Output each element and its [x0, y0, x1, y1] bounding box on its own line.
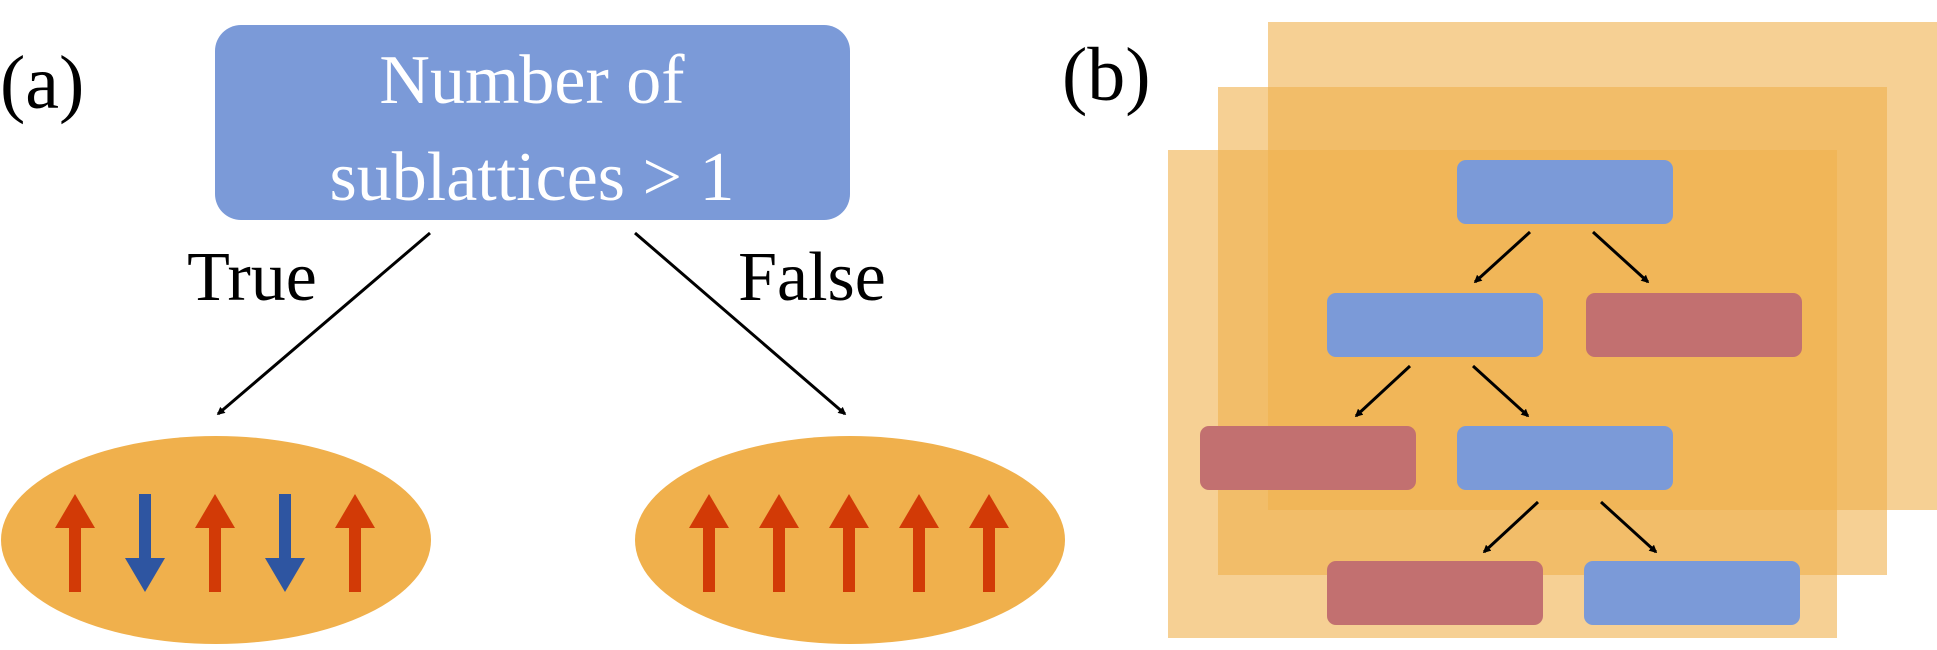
decision-node [215, 25, 850, 220]
tree-edge [1599, 500, 1658, 554]
split-node [1584, 561, 1800, 625]
panel-a-label: (a) [0, 41, 84, 125]
spin-down-arrow [125, 494, 165, 592]
tree-edges [1354, 230, 1658, 554]
true-branch-label: True [187, 239, 317, 316]
decision-node-line1: Number of [379, 42, 685, 119]
spin-up-arrow [335, 494, 375, 592]
spin-up-arrow [689, 494, 729, 592]
panel-b-label: (b) [1062, 33, 1151, 117]
tree-edge [1471, 364, 1530, 418]
split-node [1457, 160, 1673, 224]
panel-b: (b) [1062, 22, 1937, 638]
leaf-node [1327, 561, 1543, 625]
antiferromagnetic-spins [55, 494, 375, 592]
decision-node-line2: sublattices > 1 [330, 139, 735, 216]
spin-up-arrow [969, 494, 1009, 592]
spin-up-arrow [759, 494, 799, 592]
true-branch-arrow [216, 231, 431, 416]
leaf-node [1200, 426, 1416, 490]
spin-down-arrow [265, 494, 305, 592]
tree-edge [1473, 230, 1532, 284]
false-branch-label: False [738, 239, 886, 316]
tree-edge [1482, 500, 1540, 554]
spin-up-arrow [55, 494, 95, 592]
decision-tree [1200, 160, 1802, 625]
false-branch-arrow [634, 231, 847, 416]
spin-up-arrow [829, 494, 869, 592]
tree-edge [1354, 364, 1412, 418]
split-node [1327, 293, 1543, 357]
ferromagnetic-spins [689, 494, 1009, 592]
panel-a: (a) Number of sublattices > 1 True False [0, 25, 1065, 644]
split-node [1457, 426, 1673, 490]
spin-up-arrow [899, 494, 939, 592]
leaf-node [1586, 293, 1802, 357]
spin-up-arrow [195, 494, 235, 592]
tree-edge [1591, 230, 1650, 284]
